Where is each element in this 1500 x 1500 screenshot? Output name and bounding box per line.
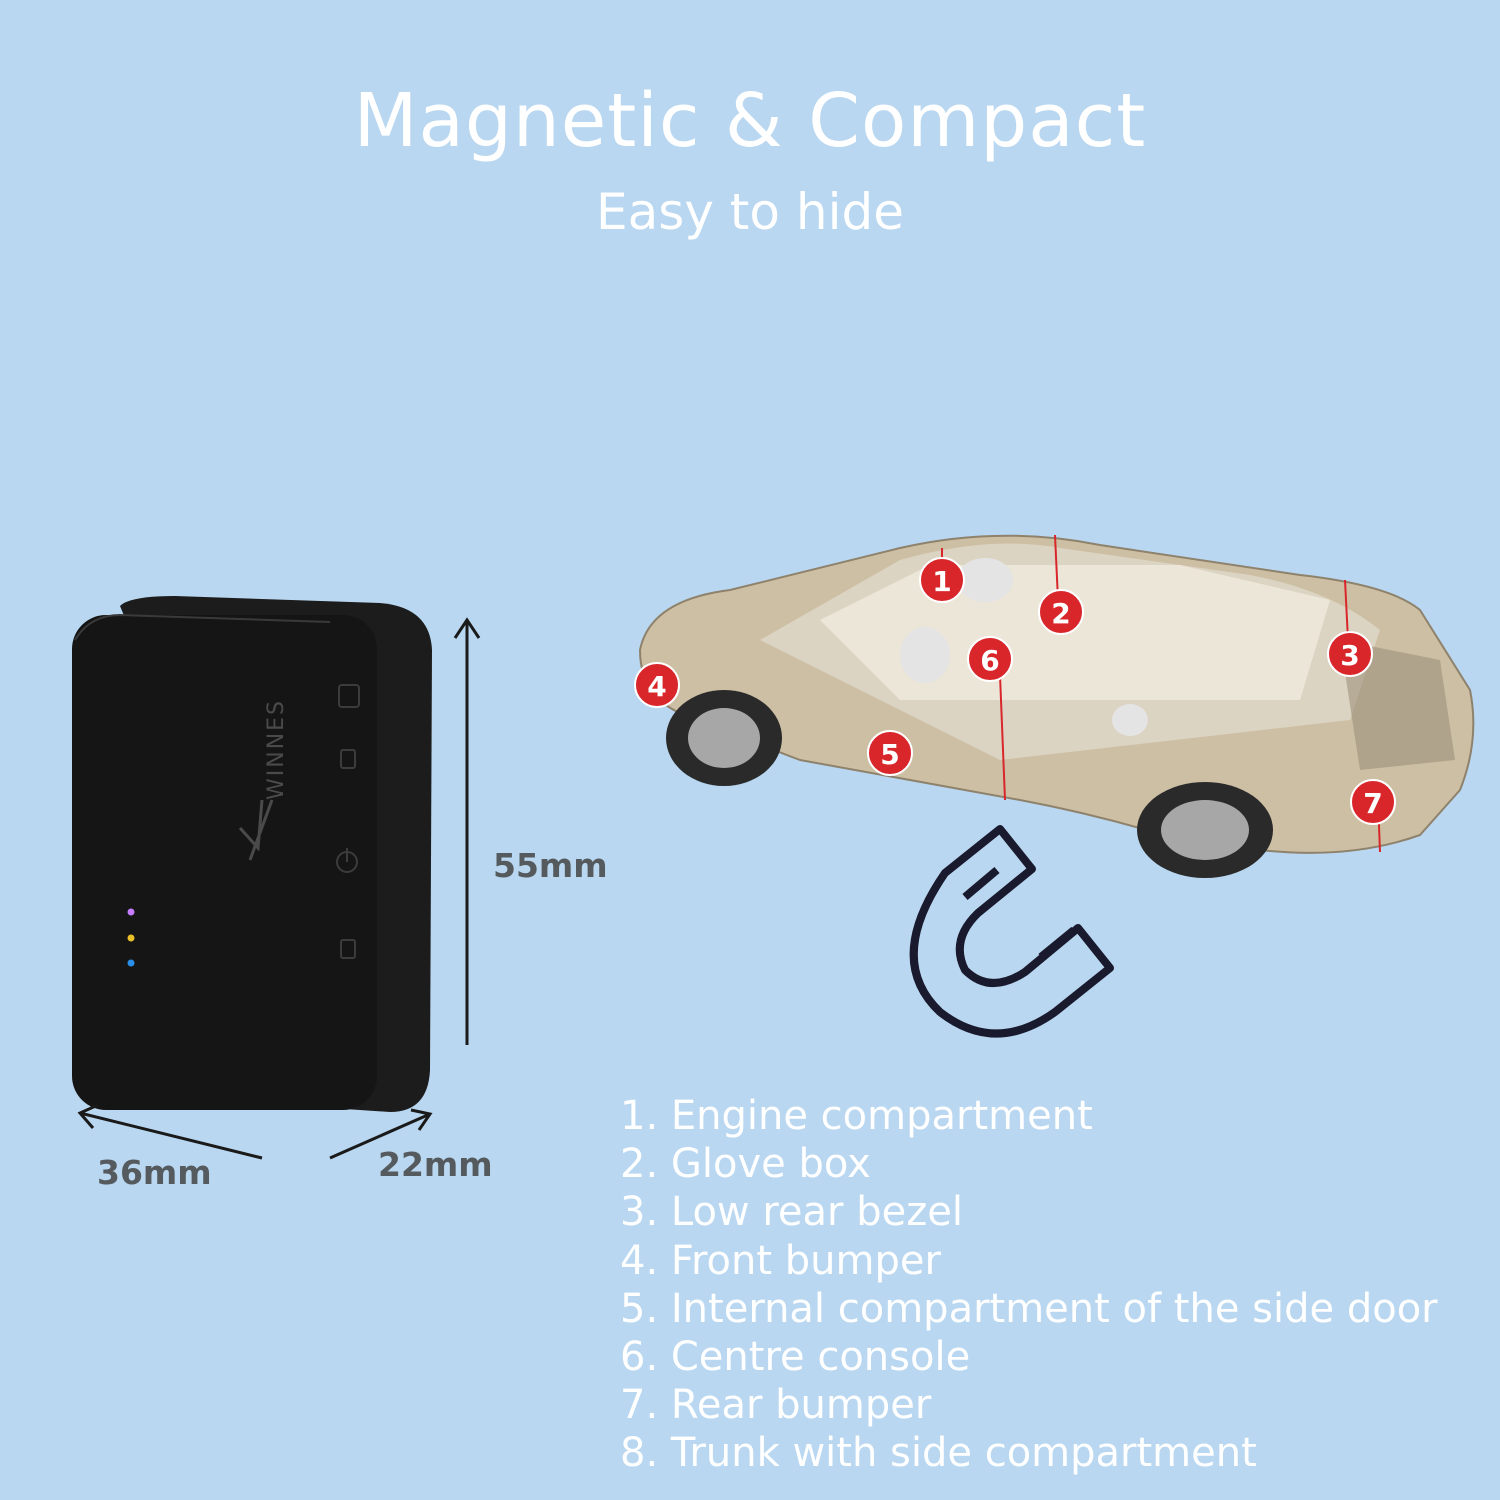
led-indicator	[127, 934, 135, 942]
location-item: 5. Internal compartment of the side door	[620, 1285, 1438, 1332]
height-label: 55mm	[493, 846, 608, 885]
car-marker-7: 7	[1350, 779, 1396, 825]
sim-slot-icon	[340, 749, 356, 769]
usb-port-icon	[340, 939, 356, 959]
svg-text:7: 7	[1363, 787, 1382, 820]
led-indicator	[127, 908, 135, 916]
car-marker-6: 6	[967, 636, 1013, 682]
location-item: 6. Centre console	[620, 1334, 971, 1381]
car-marker-5: 5	[867, 730, 913, 776]
svg-text:1: 1	[932, 565, 951, 598]
car-marker-4: 4	[634, 662, 680, 708]
location-item: 4. Front bumper	[620, 1237, 941, 1284]
width-arrow	[77, 1103, 263, 1160]
height-arrow	[453, 617, 481, 1045]
location-item: 2. Glove box	[620, 1141, 871, 1188]
side-port-icon	[338, 684, 360, 708]
car-illustration	[638, 534, 1475, 878]
location-item: 7. Rear bumper	[620, 1382, 932, 1429]
car-marker-1: 1	[919, 557, 965, 603]
car-marker-3: 3	[1327, 631, 1373, 677]
location-item: 8. Trunk with side compartment	[620, 1430, 1257, 1477]
svg-text:2: 2	[1051, 597, 1070, 630]
location-item: 3. Low rear bezel	[620, 1189, 963, 1236]
winnes-logo	[238, 799, 274, 861]
car-marker-2: 2	[1038, 589, 1084, 635]
device-brand-label: WINNES	[264, 699, 289, 800]
depth-label: 22mm	[378, 1145, 493, 1184]
width-label: 36mm	[97, 1153, 212, 1192]
svg-text:5: 5	[880, 738, 899, 771]
page-subtitle: Easy to hide	[596, 183, 904, 241]
location-item: 1. Engine compartment	[620, 1093, 1093, 1139]
led-indicator	[127, 959, 135, 967]
page-title: Magnetic & Compact	[353, 78, 1147, 164]
magnet-icon	[909, 825, 1114, 1038]
svg-text:3: 3	[1340, 639, 1359, 672]
hiding-locations-list: 1. Engine compartment 2. Glove box 3. Lo…	[620, 1092, 1438, 1478]
device-front-face	[72, 615, 377, 1110]
svg-text:6: 6	[980, 644, 999, 677]
svg-text:4: 4	[647, 670, 666, 703]
depth-arrow	[329, 1108, 433, 1160]
